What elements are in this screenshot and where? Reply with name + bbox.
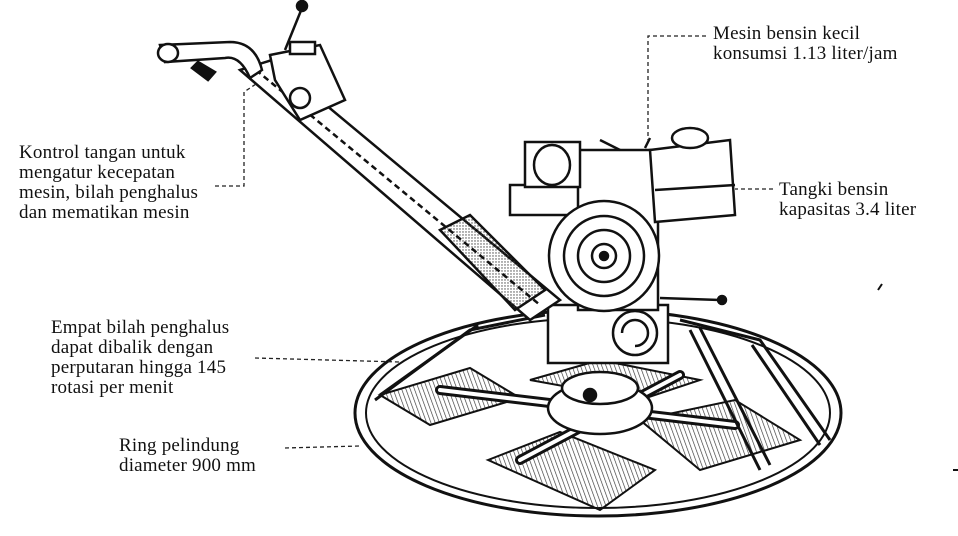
label-blades-line2: dapat dibalik dengan [51, 337, 214, 358]
handle-shaft [237, 58, 563, 322]
label-fuel-tank-line2: kapasitas 3.4 liter [779, 199, 917, 220]
label-fuel-tank-line1: Tangki bensin [779, 179, 889, 200]
callout-lines [215, 35, 773, 449]
handlebar-grip [156, 40, 264, 82]
label-ring: Ring pelindung diameter 900 mm [119, 436, 256, 476]
gearbox [546, 303, 670, 365]
label-blades-line4: rotasi per menit [51, 377, 174, 398]
frame-legs [374, 313, 832, 471]
label-ring-line2: diameter 900 mm [119, 455, 257, 476]
label-hand-control-line1: Kontrol tangan untuk [19, 142, 186, 163]
label-hand-control-line4: dan mematikan mesin [19, 202, 190, 223]
scan-marks [877, 283, 958, 471]
hand-control-leader [215, 83, 257, 187]
blade-front [485, 430, 658, 512]
label-hand-control: Kontrol tangan untuk mengatur kecepatan … [19, 143, 198, 223]
label-hand-control-line2: mengatur kecepatan [19, 162, 176, 183]
engine [508, 137, 661, 313]
engine-leader [647, 35, 706, 140]
fuel-tank [648, 126, 737, 224]
label-engine-line1: Mesin bensin kecil [713, 23, 861, 44]
label-blades: Empat bilah penghalus dapat dibalik deng… [51, 318, 229, 398]
hand-control-box [268, 0, 347, 122]
blades-leader [254, 357, 401, 363]
rotor-hub [546, 370, 654, 436]
label-hand-control-line3: mesin, bilah penghalus [19, 182, 199, 203]
label-ring-line1: Ring pelindung [119, 435, 240, 456]
throttle-rod [659, 294, 728, 306]
label-blades-line1: Empat bilah penghalus [51, 317, 230, 338]
label-engine: Mesin bensin kecil konsumsi 1.13 liter/j… [713, 24, 898, 64]
blade-right [637, 398, 803, 472]
label-engine-line2: konsumsi 1.13 liter/jam [713, 43, 898, 64]
label-fuel-tank: Tangki bensin kapasitas 3.4 liter [779, 180, 916, 220]
label-blades-line3: perputaran hingga 145 [51, 357, 227, 378]
ring-leader [284, 445, 361, 449]
